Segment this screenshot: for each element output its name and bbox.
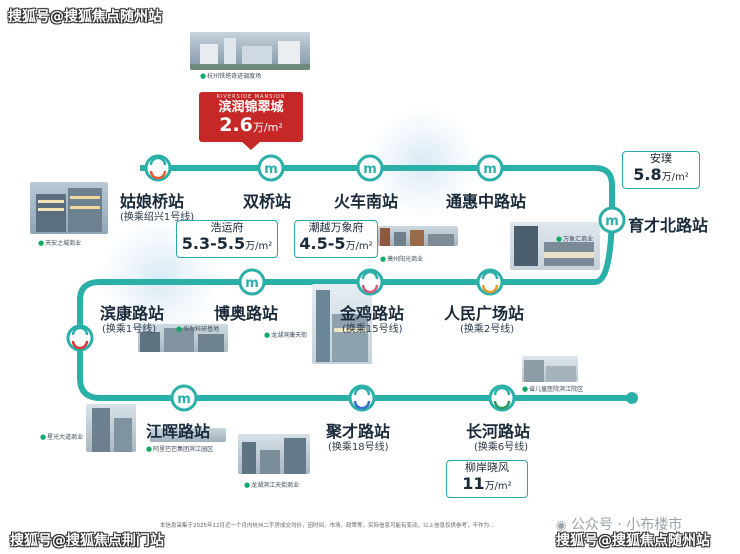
station-tonghuizhonglu: 通惠中路站: [446, 192, 527, 211]
station-yucaibeilu: 育才北路站: [628, 216, 709, 235]
station-shuangqiao: 双桥站: [243, 192, 292, 211]
featured-name: 滨润锦翠城: [218, 100, 284, 115]
svg-text:m: m: [264, 162, 278, 177]
price-liuanxiaofeng-name: 柳岸晓风: [465, 461, 509, 474]
station-guniangqiao-transfer: (换乘绍兴1号线): [120, 212, 195, 223]
photo-huochenan: [378, 226, 458, 246]
station-boaolu: 博奥路站: [214, 304, 279, 323]
featured-pointer: [241, 141, 261, 150]
price-chaoyue-name: 潮越万象府: [308, 221, 364, 234]
station-guniangqiao: 姑娘桥站: [120, 192, 185, 211]
footnote: 本信息采集于2025年12月近一个月内杭州二手房成交均价，因时间、市场、政策等，…: [160, 523, 495, 529]
metro-icon-shuangqiao: m: [257, 154, 285, 182]
svg-text:m: m: [605, 214, 619, 229]
loc-longhu-jiang: ●龙湖滨江天街商业: [244, 481, 300, 489]
route-line-right-down: [77, 204, 632, 401]
price-haoyunfu-value-line: 5.3-5.5万/m²: [181, 234, 273, 253]
route-end-dot: [626, 392, 638, 404]
svg-text:m: m: [177, 392, 191, 407]
loc-top-aerial: ●杭州铁塔奇迹调度场: [200, 72, 262, 80]
svg-text:m: m: [363, 162, 377, 177]
photo-jianghui-left: [86, 404, 136, 452]
featured-price-line: 2.6万/m²: [199, 115, 303, 138]
transfer-icon-jinji: [356, 268, 384, 296]
transfer-icon-changhe: [488, 384, 516, 412]
station-jinjilu: 金鸡路站: [340, 304, 405, 323]
featured-en-name: RIVERSIDE MANSION: [216, 94, 286, 100]
station-jucailu-transfer: (换乘18号线): [328, 442, 389, 453]
price-liuanxiaofeng-value-line: 11万/m²: [462, 474, 512, 493]
wechat-icon: ◉: [556, 518, 567, 532]
loc-tianan: ●天安之城商业: [38, 239, 82, 247]
glow-huochenan: [368, 108, 478, 218]
pin-icon: ●: [200, 72, 207, 80]
photo-changhe: [522, 356, 578, 382]
price-anpu-value-line: 5.8万/m²: [633, 165, 689, 184]
metro-icon-tonghui: m: [476, 154, 504, 182]
loc-longhu: ●龙湖滨康天街: [264, 331, 308, 339]
transfer-icon-renmin: [476, 268, 504, 296]
wechat-watermark: ◉ 公众号 · 小布楼市: [556, 517, 683, 533]
photo-jucai: [238, 434, 310, 474]
loc-xiaoshan: ●萧州阳光商业: [380, 255, 424, 263]
featured-badge: RIVERSIDE MANSION 滨润锦翠城 2.6万/m²: [199, 92, 303, 142]
price-haoyunfu-name: 浩运府: [210, 221, 244, 234]
price-anpu-name: 安璞: [650, 152, 672, 165]
loc-xingguang: ●星光大道商业: [40, 433, 84, 441]
station-changhelu: 长河路站: [466, 422, 531, 441]
loc-wanxianghui: ●万象汇商业: [556, 235, 594, 243]
loc-ertong: ●省儿童医院滨江院区: [522, 385, 584, 393]
transfer-icon-jucai: [348, 384, 376, 412]
metro-icon-boao: m: [238, 268, 266, 296]
price-chaoyue-value-line: 4.5-5万/m²: [299, 234, 373, 253]
station-jucailu: 聚才路站: [326, 422, 391, 441]
price-box-liuanxiaofeng: 柳岸晓风 11万/m²: [446, 460, 528, 498]
metro-icon-yucai: m: [598, 206, 626, 234]
loc-huachuan: ●华为科研基地: [176, 325, 220, 333]
photo-yucai: [510, 222, 600, 270]
photo-top-aerial: [190, 32, 310, 70]
loc-alibaba: ●阿里巴巴集团滨江园区: [146, 445, 214, 453]
watermark-bottom-right: 搜狐号@搜狐焦点随州站: [556, 533, 710, 549]
price-box-chaoyue: 潮越万象府 4.5-5万/m²: [294, 220, 378, 258]
metro-icon-huochenan: m: [356, 154, 384, 182]
station-huochenan: 火车南站: [334, 192, 399, 211]
route-line: [160, 165, 615, 205]
photo-jianghui-right: [150, 428, 226, 442]
watermark-bottom-left: 搜狐号@搜狐焦点荆门站: [10, 533, 164, 549]
price-box-haoyunfu: 浩运府 5.3-5.5万/m²: [176, 220, 278, 258]
metro-icon-jianghui: m: [170, 384, 198, 412]
photo-boao: [138, 324, 228, 352]
station-binkanglu-transfer: (换乘1号线): [102, 324, 157, 335]
watermark-top-left: 搜狐号@搜狐焦点随州站: [8, 9, 162, 25]
svg-text:m: m: [245, 276, 259, 291]
transfer-icon-binkang: [66, 324, 94, 352]
station-renminguangchang-transfer: (换乘2号线): [460, 324, 515, 335]
photo-jinji: [312, 284, 372, 364]
station-jianghuilu: 江晖路站: [146, 422, 211, 441]
svg-text:m: m: [483, 162, 497, 177]
photo-guniangqiao: [30, 182, 108, 234]
station-renminguangchang: 人民广场站: [444, 304, 525, 323]
station-binkanglu: 滨康路站: [100, 304, 165, 323]
station-changhelu-transfer: (换乘6号线): [474, 442, 529, 453]
transfer-icon-guniangqiao: [144, 154, 172, 182]
price-box-anpu: 安璞 5.8万/m²: [622, 151, 700, 189]
station-jinjilu-transfer: (换乘15号线): [342, 324, 403, 335]
featured-unit: 万/m²: [252, 121, 283, 134]
featured-price: 2.6: [219, 114, 253, 136]
